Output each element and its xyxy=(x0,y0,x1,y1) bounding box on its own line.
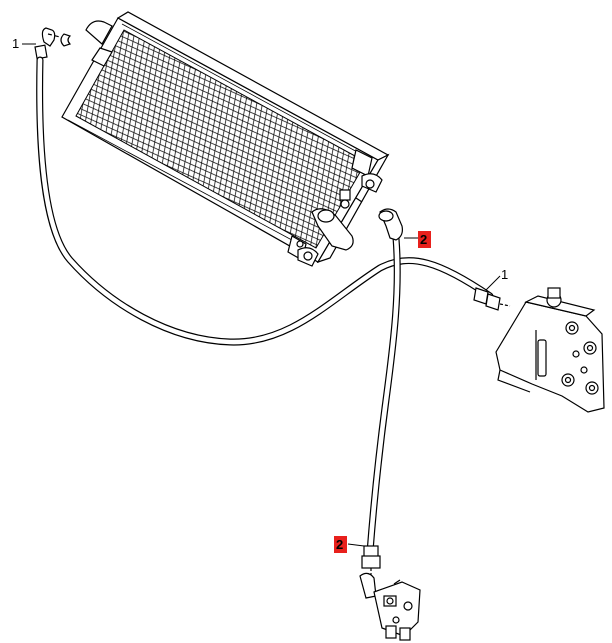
callout-2-top: 2 xyxy=(404,231,431,248)
hose-2 xyxy=(366,234,401,556)
hose-1-right-fitting xyxy=(473,287,511,311)
callout-1-top: 1 xyxy=(12,36,36,51)
callout-2-bottom: 2 xyxy=(334,536,365,553)
valve-block-icon xyxy=(359,572,421,641)
oil-cooler-radiator-icon xyxy=(61,11,390,267)
callout-1-right: 1 xyxy=(485,267,508,291)
callout-label: 1 xyxy=(12,36,19,51)
callout-label: 2 xyxy=(336,537,343,552)
hose-2-top-fitting xyxy=(378,208,403,241)
callout-label: 1 xyxy=(501,267,508,282)
hydraulic-pump-icon xyxy=(495,287,605,413)
callout-label: 2 xyxy=(420,232,427,247)
highlight-box xyxy=(418,231,431,248)
highlight-box xyxy=(334,536,347,553)
hose-2-bottom-fitting xyxy=(361,545,381,578)
top-left-fitting xyxy=(34,27,72,60)
